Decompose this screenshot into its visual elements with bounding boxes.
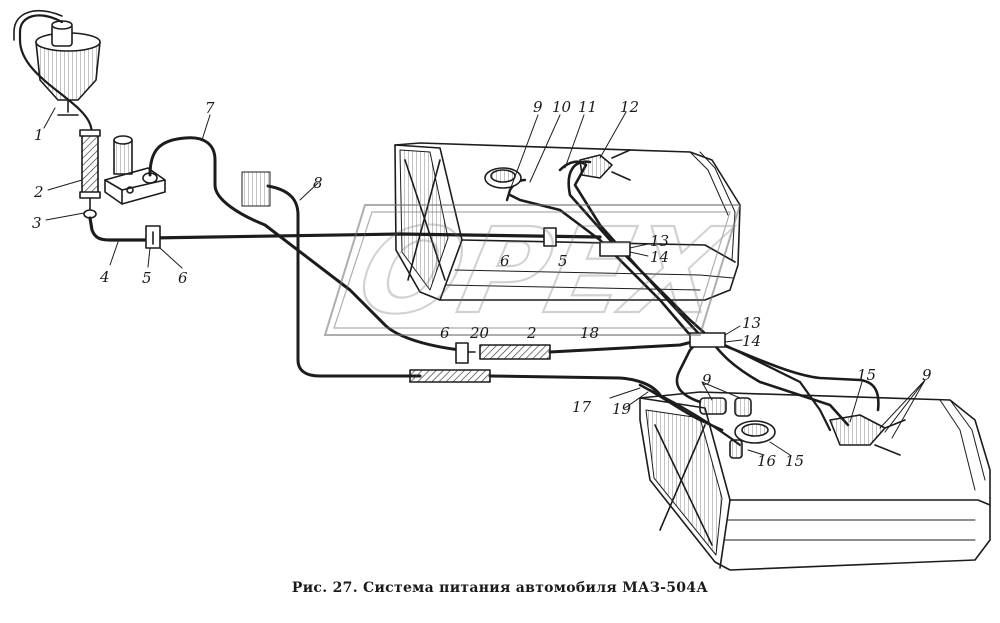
figure-caption: Рис. 27. Система питания автомобиля МАЗ-…	[291, 580, 709, 596]
lower-tank-filler-cap	[734, 420, 776, 444]
watermark-text: OPEX	[348, 203, 741, 340]
label-20: 20	[469, 324, 490, 342]
lower-fuel-tank	[639, 391, 991, 571]
label-9: 9	[533, 98, 543, 116]
label-14-lower: 14	[742, 332, 761, 350]
label-8: 8	[313, 174, 323, 192]
filter-return-line	[18, 14, 94, 137]
part-labels: 1 2 3 4 5 6 7 8 9 10 11 12 13 14 6 5 6 2…	[32, 98, 932, 470]
lower-fuel-hose	[409, 369, 491, 383]
label-19: 19	[612, 400, 632, 418]
upper-tank-filler-cap	[484, 167, 522, 189]
frame-bracket	[241, 171, 271, 207]
label-6: 6	[178, 269, 188, 287]
clamp-5-6	[145, 225, 161, 249]
label-13-upper: 13	[650, 232, 669, 250]
left-fuel-hose	[79, 129, 101, 219]
junction-upper	[599, 241, 631, 257]
label-18: 18	[580, 324, 599, 342]
label-4: 4	[99, 268, 110, 286]
priming-pump	[104, 135, 166, 205]
leader-lines	[43, 107, 926, 456]
label-9-right: 9	[922, 366, 932, 384]
label-2-middle: 2	[526, 324, 537, 342]
label-6-middle: 6	[440, 324, 450, 342]
label-5-upper: 5	[558, 252, 568, 270]
clamp-upper-tank	[543, 227, 557, 247]
label-17: 17	[572, 398, 592, 416]
label-15-lower: 15	[785, 452, 804, 470]
label-16: 16	[757, 452, 777, 470]
label-13-lower: 13	[742, 314, 761, 332]
label-9-lower: 9	[702, 371, 712, 389]
label-6-upper: 6	[500, 252, 510, 270]
label-10: 10	[552, 98, 572, 116]
upper-tank-valve-12	[579, 149, 631, 181]
label-2: 2	[33, 183, 44, 201]
label-5: 5	[142, 269, 152, 287]
lower-tank-fittings-9	[699, 397, 752, 459]
label-11: 11	[578, 98, 597, 116]
label-12: 12	[620, 98, 639, 116]
label-1: 1	[34, 126, 44, 144]
label-3: 3	[32, 214, 42, 232]
watermark: OPEX	[323, 202, 742, 342]
label-7: 7	[205, 99, 215, 117]
middle-fuel-hose	[479, 344, 551, 360]
label-15-right: 15	[857, 366, 876, 384]
junction-lower	[689, 332, 726, 348]
clamp-20	[455, 342, 469, 364]
label-14-upper: 14	[650, 248, 669, 266]
